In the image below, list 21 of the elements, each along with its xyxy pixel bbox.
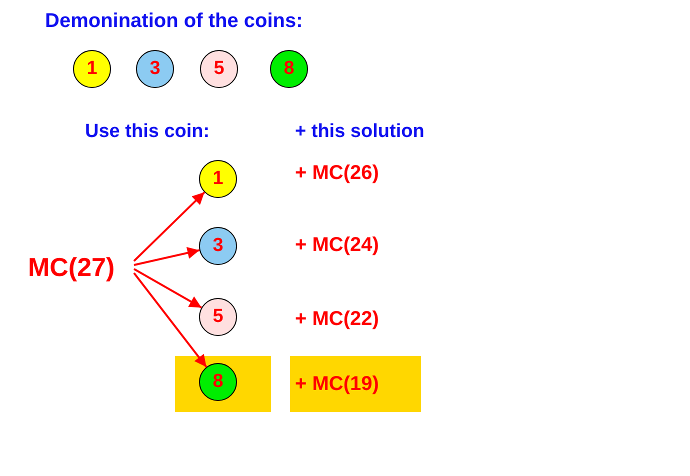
solution-box: + MC(19) bbox=[290, 356, 421, 412]
coin-circle: 1 bbox=[73, 50, 111, 88]
arrow bbox=[134, 268, 202, 308]
solution-label: + MC(26) bbox=[295, 162, 379, 185]
arrow bbox=[134, 247, 200, 266]
problem-label: MC(27) bbox=[28, 250, 134, 284]
coin-circle: 8 bbox=[270, 50, 308, 88]
arrow bbox=[133, 272, 208, 368]
coin-circle: 1 bbox=[199, 160, 237, 198]
arrow bbox=[133, 192, 206, 262]
solution-label: + MC(22) bbox=[295, 308, 379, 331]
coin-circle: 8 bbox=[199, 363, 237, 401]
coin-circle: 3 bbox=[136, 50, 174, 88]
column-heading: Use this coin: bbox=[85, 121, 210, 143]
coin-circle: 5 bbox=[199, 298, 237, 336]
solution-label: + MC(24) bbox=[295, 234, 379, 257]
coin-circle: 5 bbox=[200, 50, 238, 88]
coin-circle: 3 bbox=[199, 227, 237, 265]
title: Demonination of the coins: bbox=[45, 10, 303, 33]
highlight-box bbox=[175, 356, 271, 412]
column-heading: + this solution bbox=[295, 121, 424, 143]
